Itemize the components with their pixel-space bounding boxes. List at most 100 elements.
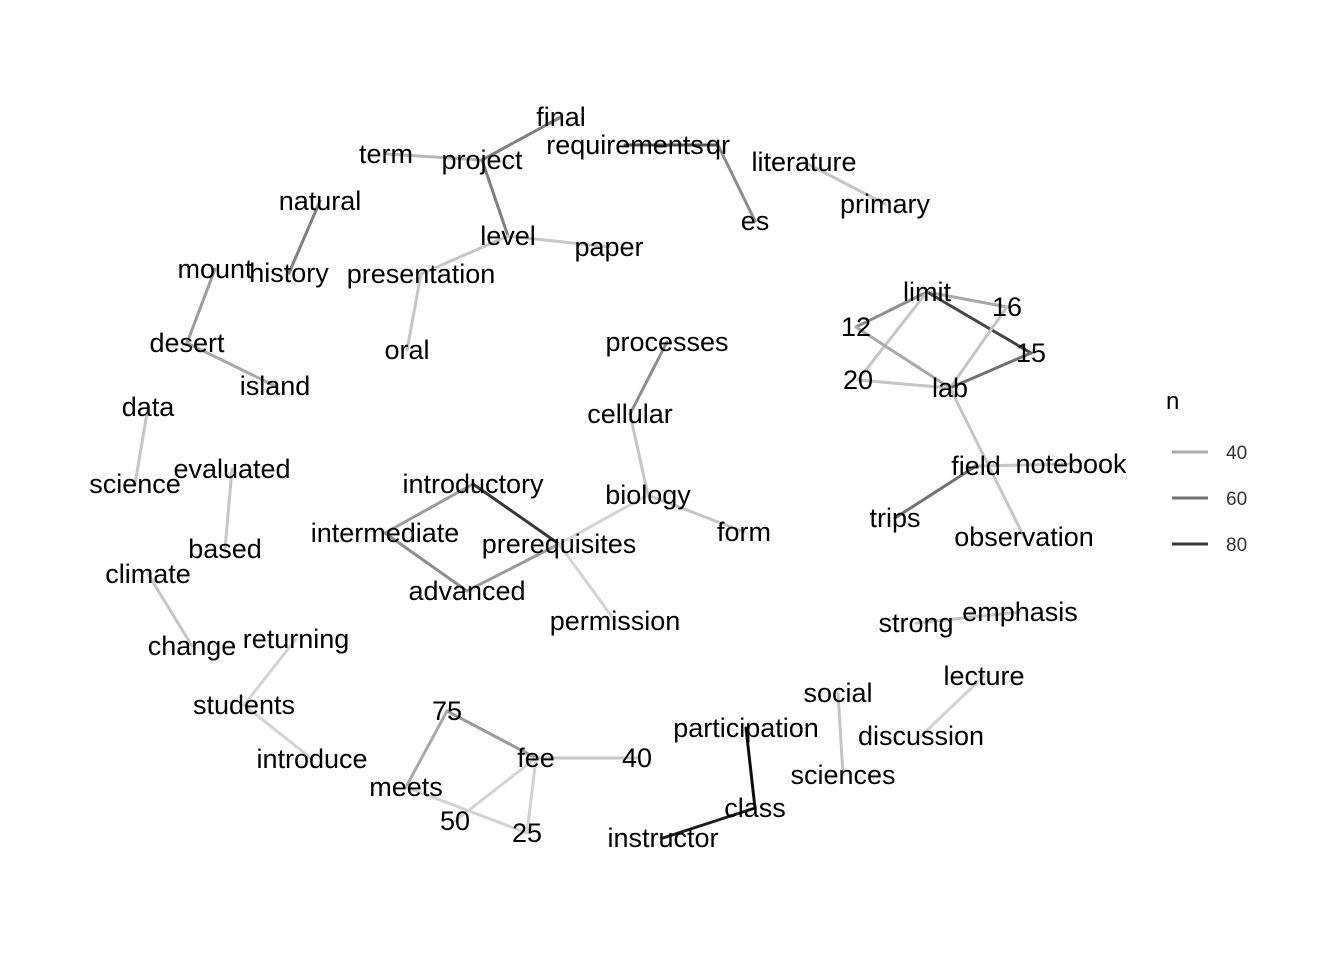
edge-n75-meets [404,709,449,789]
node-label-literature: literature [751,147,856,177]
node-label-qr: qr [706,130,730,160]
node-label-paper: paper [574,232,643,262]
node-label-island: island [240,371,311,401]
legend-label-40: 40 [1226,443,1247,464]
edges-layer [133,115,1073,840]
node-label-participation: participation [673,713,819,743]
edge-prerequisites-permission [557,542,617,623]
edge-returning-students [242,637,298,707]
edge-limit-n15 [925,290,1033,355]
node-label-change: change [148,631,237,661]
edge-natural-history [287,199,322,275]
edge-presentation-oral [405,272,423,352]
edge-limit-n12 [854,290,929,329]
node-label-n75: 75 [432,696,462,726]
edge-participation-class [744,726,757,810]
edge-cellular-biology [628,412,650,497]
node-label-returning: returning [243,624,350,654]
edge-field-trips [893,464,978,520]
node-label-mount: mount [177,254,253,284]
node-label-emphasis: emphasis [962,597,1078,627]
edge-level-presentation [419,234,510,276]
legend-title: n [1166,388,1179,415]
edge-n15-lab [948,351,1033,390]
edge-strong-emphasis [914,610,1022,625]
edge-intermediate-advanced [383,531,469,593]
node-label-biology: biology [605,480,691,510]
node-label-field: field [951,451,1001,481]
edge-social-sciences [836,691,845,777]
node-label-prerequisites: prerequisites [482,529,637,559]
node-label-instructor: instructor [607,823,718,853]
node-label-social: social [803,678,872,708]
edge-lecture-discussion [919,674,986,738]
node-label-history: history [249,258,329,288]
node-label-requirements: requirements [546,130,704,160]
node-label-evaluated: evaluated [173,454,290,484]
edge-limit-n20 [856,290,929,382]
node-label-n25: 25 [512,818,542,848]
edge-climate-change [146,572,194,648]
edge-n75-fee [445,709,538,760]
node-label-limit: limit [903,277,951,307]
edge-literature-primary [802,160,887,206]
edge-term-project [384,152,484,162]
edge-field-notebook [974,462,1073,468]
node-label-oral: oral [384,335,429,365]
node-label-presentation: presentation [347,259,496,289]
node-label-meets: meets [369,772,443,802]
edge-level-paper [506,234,611,249]
edge-desert-island [185,341,277,388]
node-label-science: science [89,469,181,499]
edge-final-project [480,115,563,162]
edge-processes-cellular [628,340,669,416]
node-label-cellular: cellular [587,399,673,429]
node-label-lab: lab [932,373,968,403]
edge-n16-lab [948,305,1009,390]
node-label-introduce: introduce [256,744,367,774]
node-label-permission: permission [550,606,681,636]
edge-n20-lab [856,378,952,390]
node-label-desert: desert [149,328,225,358]
node-label-form: form [717,517,771,547]
edge-data-science [133,405,150,486]
node-label-level: level [480,221,536,251]
node-label-final: final [536,102,586,132]
node-label-term: term [359,139,413,169]
edge-mount-desert [185,267,217,345]
node-label-introductory: introductory [402,469,544,499]
node-label-discussion: discussion [858,721,984,751]
node-label-n50: 50 [440,806,470,836]
node-label-advanced: advanced [408,576,525,606]
edge-biology-prerequisites [557,493,650,546]
node-label-observation: observation [954,522,1094,552]
node-label-n16: 16 [992,292,1022,322]
node-label-data: data [122,392,176,422]
node-label-class: class [724,793,786,823]
node-label-students: students [193,690,295,720]
edge-lab-observation [948,386,1026,539]
edge-n12-lab [854,325,952,390]
edge-evaluated-based [223,467,234,551]
node-label-climate: climate [105,559,191,589]
node-label-lecture: lecture [943,661,1024,691]
node-label-project: project [441,145,523,175]
legend-label-80: 80 [1226,535,1247,556]
node-label-natural: natural [279,186,362,216]
node-label-trips: trips [869,503,920,533]
edge-limit-n16 [925,290,1009,309]
edge-introductory-prerequisites [471,482,561,546]
node-label-n15: 15 [1016,338,1046,368]
node-label-processes: processes [605,327,728,357]
node-label-primary: primary [840,189,931,219]
edge-advanced-prerequisites [465,542,561,593]
edge-fee-n25 [525,756,538,835]
node-label-n20: 20 [843,365,873,395]
edge-qr-es [716,143,757,223]
node-label-sciences: sciences [790,760,895,790]
node-label-fee: fee [517,743,555,773]
